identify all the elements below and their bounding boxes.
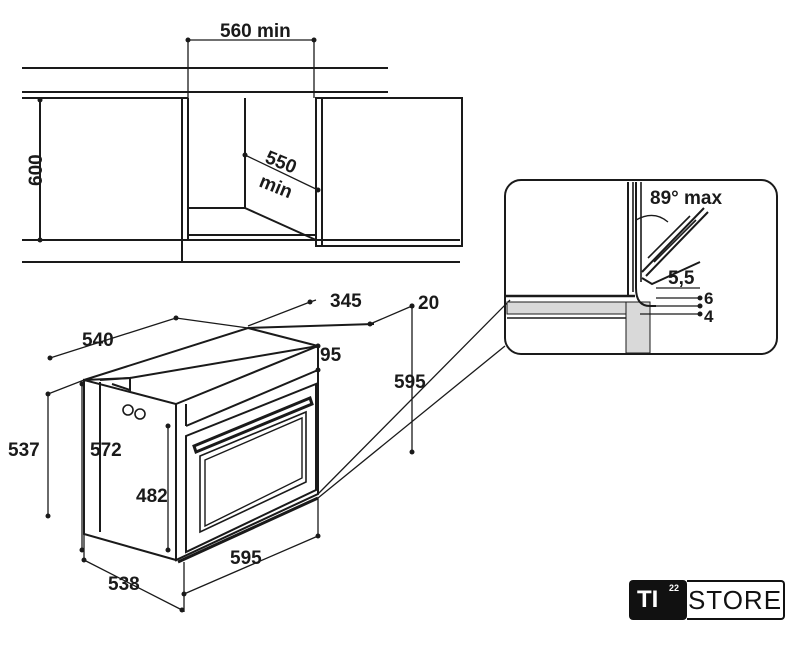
label-20: 20 xyxy=(418,293,439,314)
label-89-max: 89° max xyxy=(650,188,722,209)
label-4: 4 xyxy=(704,307,714,326)
label-595-width: 595 xyxy=(230,548,262,569)
dimension-595-height: 595 xyxy=(394,303,426,455)
dimension-560-min: 560 min xyxy=(185,21,317,98)
dimension-537: 537 xyxy=(8,379,85,519)
label-482: 482 xyxy=(136,486,168,507)
label-595-height: 595 xyxy=(394,372,426,393)
logo-badge-text: TI xyxy=(637,586,659,613)
dimension-540: 540 xyxy=(47,315,249,361)
dimension-572: 572 xyxy=(79,381,122,553)
dimension-20: 20 xyxy=(367,293,439,327)
detail-labels: 89° max 5,5 6 4 xyxy=(640,188,722,326)
dimension-550-min: 550 min xyxy=(242,147,321,203)
dimension-345: 345 xyxy=(247,291,362,327)
dimension-95: 95 xyxy=(315,343,342,373)
dimension-595-width: 595 xyxy=(181,498,321,612)
dimension-482: 482 xyxy=(136,423,171,553)
label-345: 345 xyxy=(330,291,362,312)
leader-line-upper xyxy=(317,299,511,495)
label-560-min: 560 min xyxy=(220,21,291,42)
label-6: 6 xyxy=(704,289,713,308)
cabinet-niche-drawing xyxy=(22,67,463,263)
dimension-600: 600 xyxy=(26,97,47,243)
label-600: 600 xyxy=(26,154,47,186)
label-537: 537 xyxy=(8,440,40,461)
ti-store-logo: TI 22 STORE xyxy=(629,580,785,620)
label-95: 95 xyxy=(320,345,342,366)
logo-badge-superscript: 22 xyxy=(669,583,680,593)
leader-line-lower xyxy=(317,345,506,499)
label-540: 540 xyxy=(82,330,114,351)
label-5-5: 5,5 xyxy=(668,268,695,289)
logo-word: STORE xyxy=(687,580,785,620)
detail-callout xyxy=(504,179,778,355)
dimension-538: 538 xyxy=(81,534,185,613)
logo-badge: TI 22 xyxy=(629,580,687,620)
label-572: 572 xyxy=(90,440,122,461)
label-538: 538 xyxy=(108,574,140,595)
